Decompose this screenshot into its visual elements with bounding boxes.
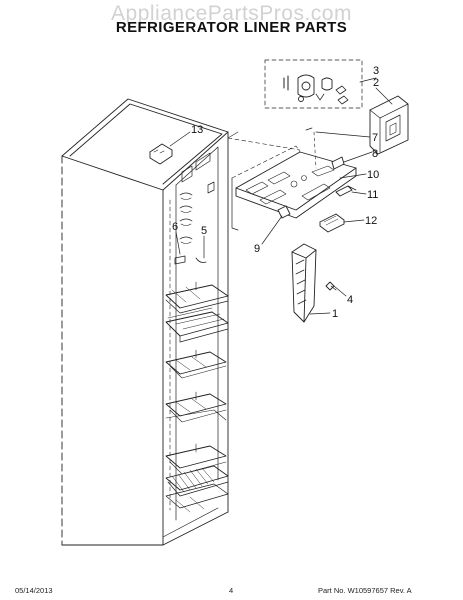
callout-6: 6 — [172, 221, 178, 233]
part-2-light-housing — [369, 95, 409, 155]
callout-7: 7 — [372, 132, 378, 144]
callout-2: 2 — [373, 77, 379, 89]
footer-part-number: Part No. W10597657 Rev. A — [318, 586, 412, 595]
callout-numbers: 1 2 3 4 5 6 7 8 9 10 11 12 13 — [172, 65, 379, 320]
callout-5: 5 — [201, 225, 207, 237]
footer-date: 05/14/2013 — [15, 586, 53, 595]
callout-13: 13 — [191, 124, 203, 136]
callout-10: 10 — [367, 169, 379, 181]
callout-11: 11 — [367, 189, 378, 201]
part-10-control-housing — [231, 145, 357, 231]
leader-lines — [169, 77, 393, 315]
callout-12: 12 — [365, 215, 377, 227]
part-3-lamp-kit-group — [264, 59, 363, 109]
part-12-switch — [319, 213, 345, 233]
watermark: AppliancePartsPros.com — [111, 2, 352, 25]
refrigerator-liner — [61, 98, 229, 546]
callout-8: 8 — [372, 148, 378, 160]
callout-3: 3 — [373, 65, 379, 77]
footer-page-number: 4 — [229, 586, 234, 595]
callout-1: 1 — [332, 308, 338, 320]
diagram-title: REFRIGERATOR LINER PARTS — [115, 19, 348, 36]
part-8-sensor — [331, 156, 345, 170]
part-13-control-module — [149, 143, 173, 165]
part-1-shelf-ladder — [291, 243, 317, 323]
part-11-thermistor — [335, 185, 357, 197]
callout-9: 9 — [254, 243, 260, 255]
part-4-screw — [325, 281, 337, 291]
callout-4: 4 — [347, 294, 353, 306]
part-9-clip — [277, 205, 291, 219]
